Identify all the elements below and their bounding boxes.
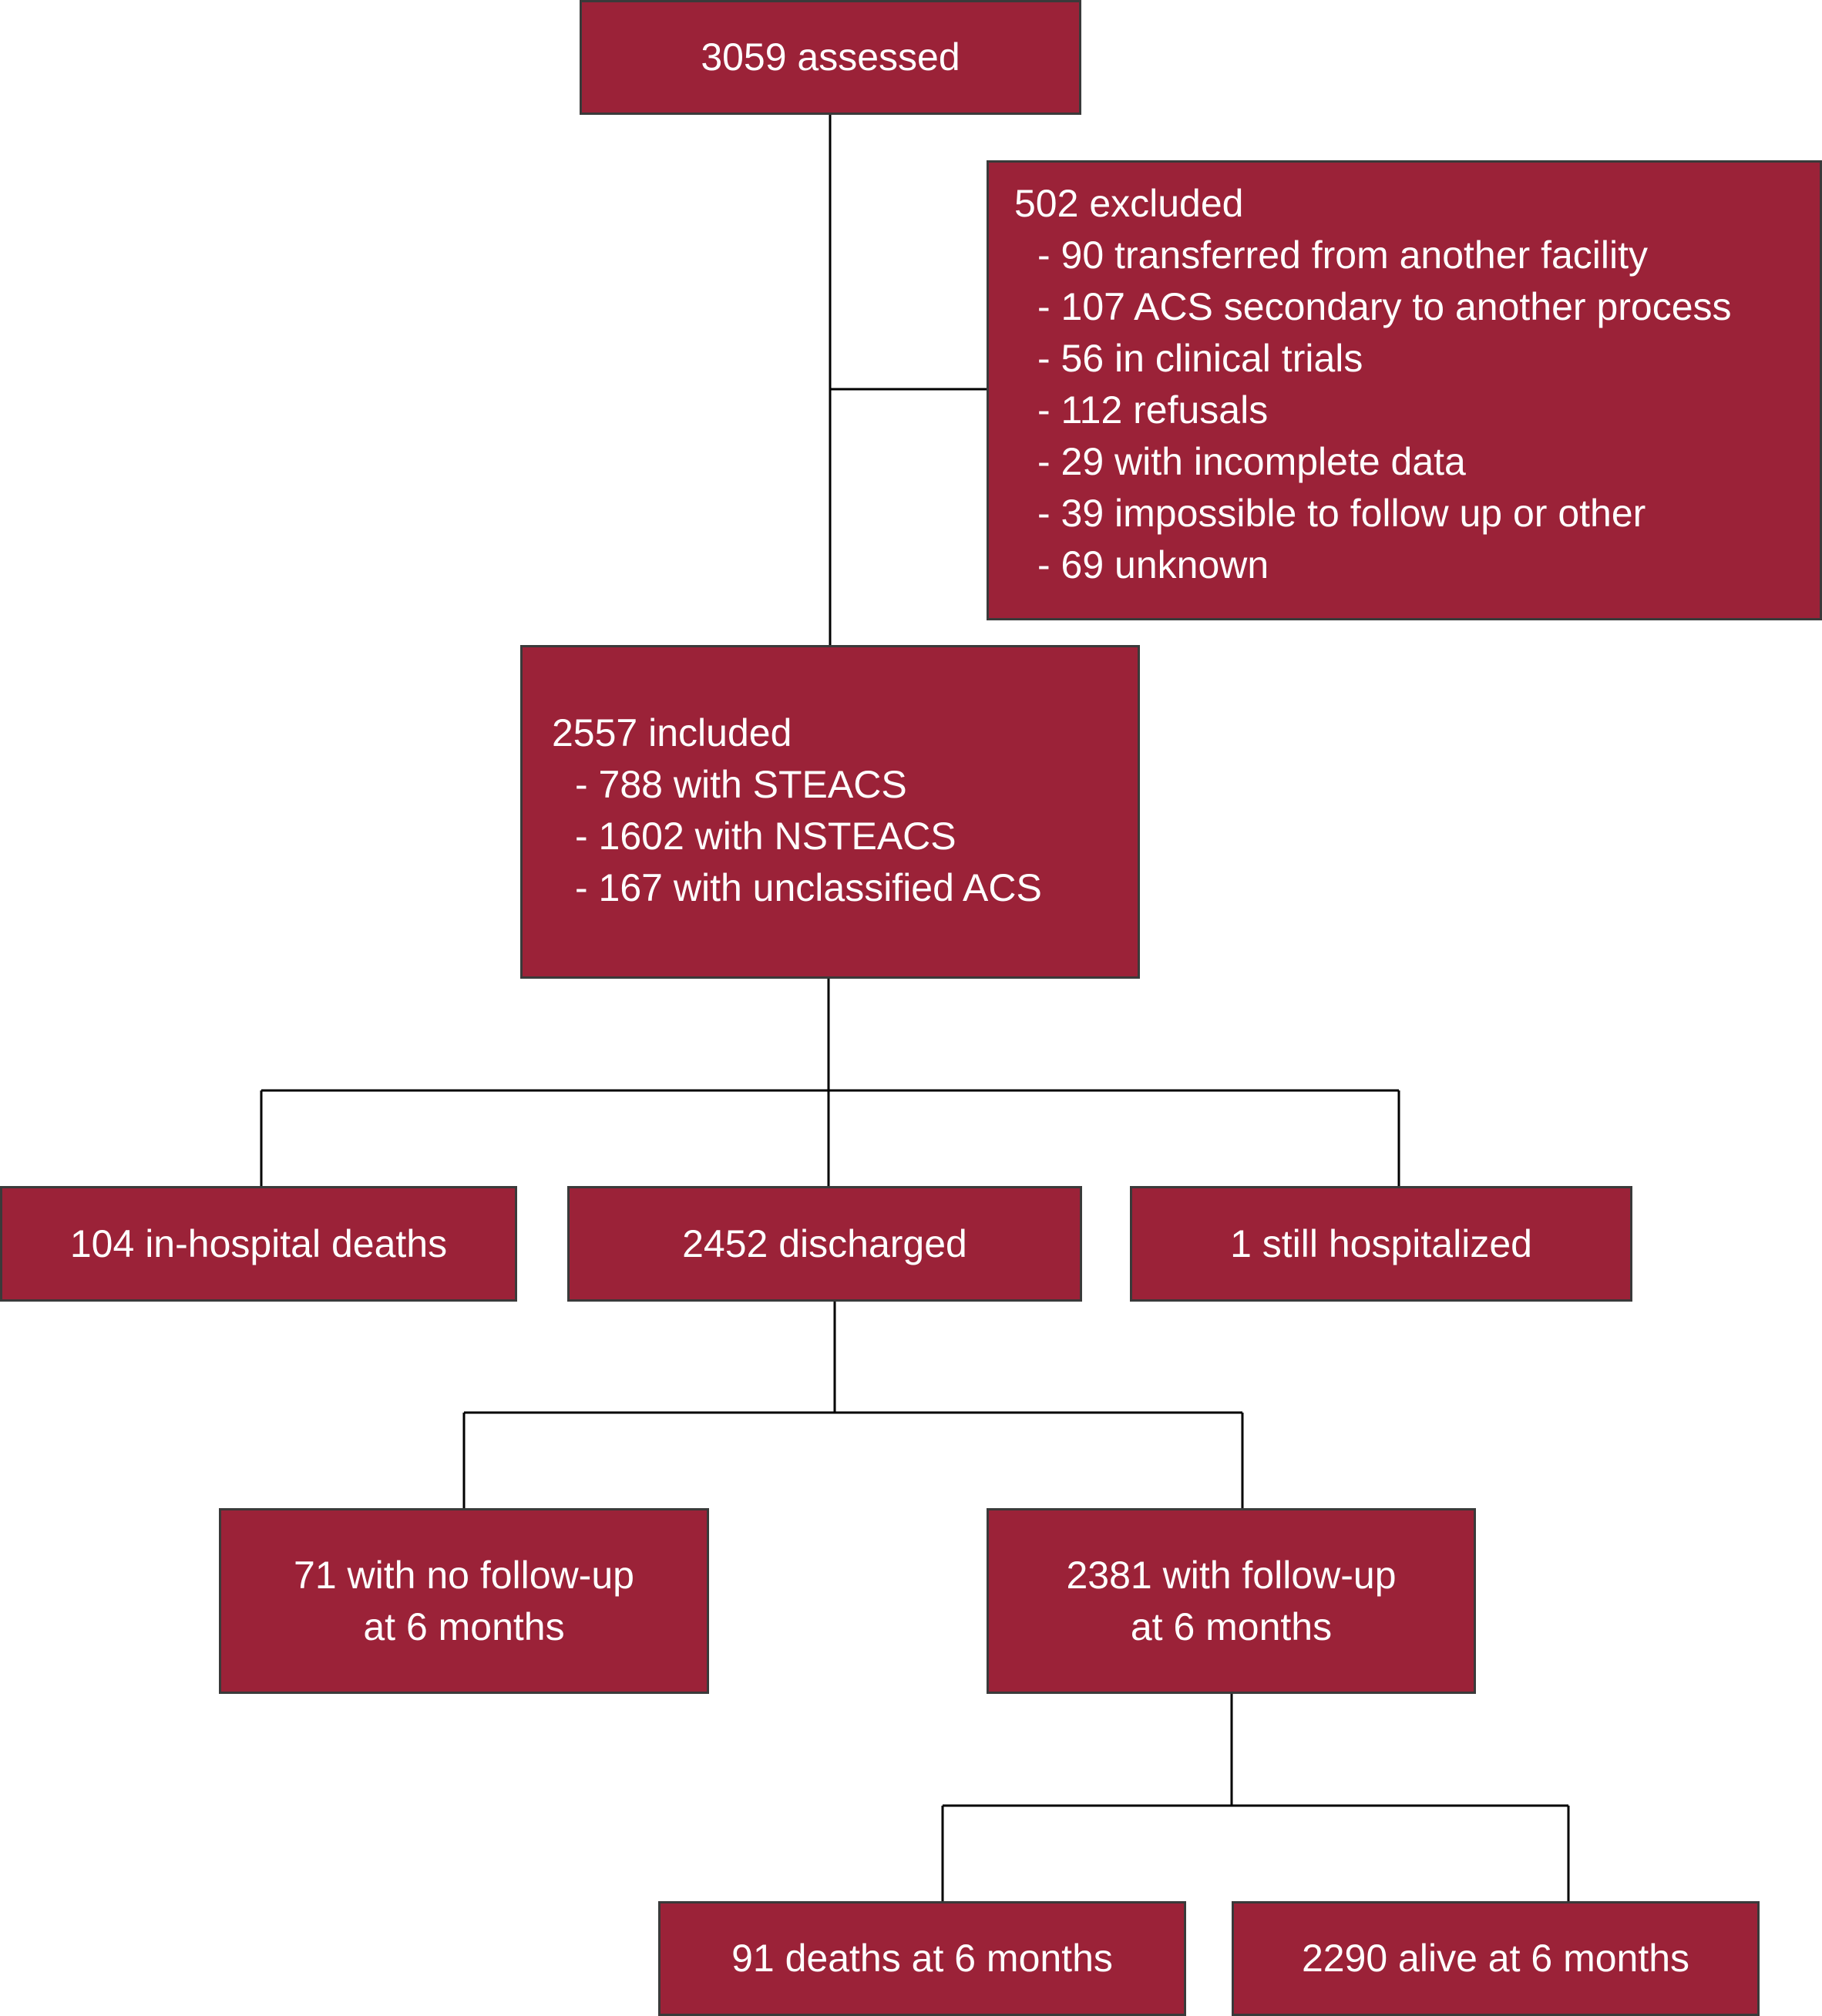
deaths-6m-box: 91 deaths at 6 months [658,1901,1186,2016]
excluded-item: - 29 with incomplete data [1037,440,1466,483]
alive-6m-label: 2290 alive at 6 months [1301,1937,1690,1980]
followup-line-1: 2381 with follow-up [1066,1553,1397,1597]
excluded-item: - 39 impossible to follow up or other [1037,492,1646,535]
assessed-label: 3059 assessed [701,35,960,79]
included-item: - 1602 with NSTEACS [575,815,956,858]
no-followup-box: 71 with no follow-up at 6 months [219,1508,709,1694]
included-box: 2557 included - 788 with STEACS - 1602 w… [520,645,1140,979]
excluded-box: 502 excluded - 90 transferred from anoth… [987,160,1822,620]
still-hospitalized-label: 1 still hospitalized [1230,1221,1532,1265]
excluded-item: - 90 transferred from another facility [1037,234,1648,277]
discharged-label: 2452 discharged [682,1221,967,1265]
excluded-item: - 112 refusals [1037,388,1269,432]
included-item: - 788 with STEACS [575,763,907,806]
no-followup-line-1: 71 with no follow-up [294,1553,634,1597]
assessed-box: 3059 assessed [580,0,1081,115]
followup-line-2: at 6 months [1130,1604,1333,1648]
deaths-6m-label: 91 deaths at 6 months [731,1937,1113,1980]
excluded-item: - 107 ACS secondary to another process [1037,285,1732,328]
in-hospital-deaths-label: 104 in-hospital deaths [69,1221,448,1265]
no-followup-line-2: at 6 months [363,1604,565,1648]
excluded-item: - 69 unknown [1037,543,1269,586]
included-title: 2557 included [552,711,792,754]
excluded-title: 502 excluded [1014,182,1244,225]
still-hospitalized-box: 1 still hospitalized [1130,1186,1632,1302]
discharged-box: 2452 discharged [567,1186,1082,1302]
in-hospital-deaths-box: 104 in-hospital deaths [0,1186,517,1302]
included-item: - 167 with unclassified ACS [575,866,1042,909]
alive-6m-box: 2290 alive at 6 months [1232,1901,1760,2016]
followup-box: 2381 with follow-up at 6 months [987,1508,1476,1694]
excluded-item: - 56 in clinical trials [1037,337,1363,380]
